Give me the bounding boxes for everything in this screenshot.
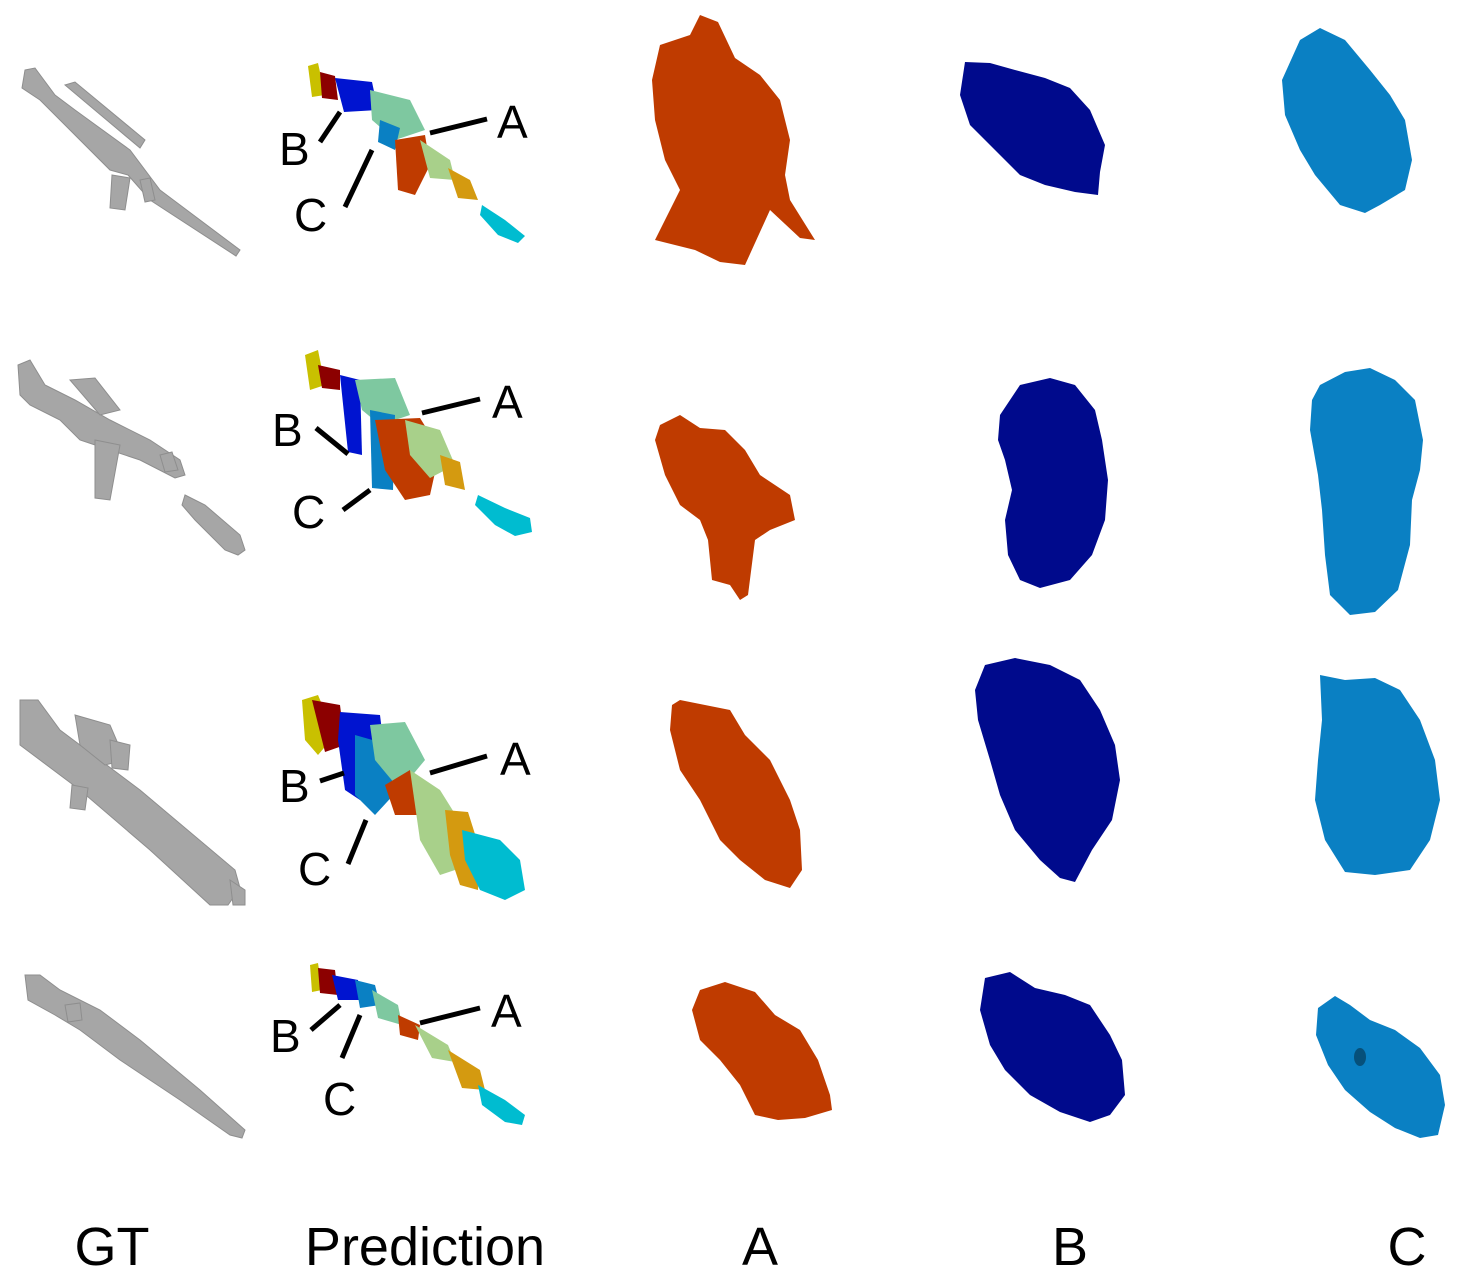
part-b-shape-2 xyxy=(998,378,1108,588)
callout-b-2: B xyxy=(272,404,303,456)
leader-c xyxy=(342,148,375,209)
callout-b-4: B xyxy=(270,1010,301,1062)
leader-c xyxy=(341,487,372,513)
prediction-rifle-1 xyxy=(308,63,525,243)
callout-c-1: C xyxy=(294,189,327,241)
column-label-gt: GT xyxy=(75,1217,150,1277)
leader-b xyxy=(309,1003,342,1032)
callout-b-1: B xyxy=(279,123,310,175)
leader-c xyxy=(339,1014,363,1059)
column-labels: GT Prediction A B C xyxy=(75,1217,1427,1277)
part-c-hole-4 xyxy=(1354,1048,1366,1066)
leaders-row-2 xyxy=(314,396,481,513)
callout-a-1: A xyxy=(497,96,528,148)
column-label-a: A xyxy=(742,1217,778,1277)
part-b-shape-3 xyxy=(975,658,1120,882)
row-1: A B C xyxy=(21,15,1412,265)
row-4: A B C xyxy=(24,963,1445,1139)
column-label-prediction: Prediction xyxy=(305,1217,545,1277)
callout-c-2: C xyxy=(292,486,325,538)
gt-rifle-2 xyxy=(17,359,246,556)
row-2: A B C xyxy=(17,350,1423,615)
part-c-shape-3 xyxy=(1315,675,1440,875)
prediction-rifle-2 xyxy=(305,350,532,536)
part-a-shape-1 xyxy=(652,15,815,265)
gt-rifle-1 xyxy=(21,67,241,257)
part-b-shape-4 xyxy=(980,972,1125,1122)
part-a-shape-3 xyxy=(670,700,802,888)
leader-b xyxy=(319,770,345,784)
callout-c-4: C xyxy=(323,1073,356,1125)
leader-b xyxy=(314,426,350,456)
leader-a xyxy=(419,1005,481,1026)
leader-a xyxy=(429,753,488,776)
prediction-rifle-3 xyxy=(302,695,525,900)
gt-rifle-3 xyxy=(19,699,246,906)
part-a-shape-4 xyxy=(692,982,832,1120)
leader-b xyxy=(317,110,343,144)
callout-c-3: C xyxy=(298,843,331,895)
part-c-shape-2 xyxy=(1310,368,1423,615)
callout-a-3: A xyxy=(500,733,531,785)
gt-rifle-4 xyxy=(24,974,246,1139)
leaders-row-1 xyxy=(317,110,488,209)
column-label-c: C xyxy=(1388,1217,1427,1277)
part-a-shape-2 xyxy=(655,415,795,600)
callout-a-2: A xyxy=(492,376,523,428)
prediction-rifle-4 xyxy=(310,963,525,1125)
callout-b-3: B xyxy=(279,760,310,812)
part-b-shape-1 xyxy=(960,62,1105,195)
leader-c xyxy=(345,819,369,865)
column-label-b: B xyxy=(1052,1217,1088,1277)
leaders-row-3 xyxy=(319,753,488,865)
row-3: A B C xyxy=(19,658,1440,906)
callout-a-4: A xyxy=(491,985,522,1037)
part-c-shape-1 xyxy=(1282,28,1412,213)
leader-a xyxy=(421,396,481,416)
part-c-shape-4 xyxy=(1316,996,1445,1138)
leaders-row-4 xyxy=(309,1003,481,1059)
leader-a xyxy=(429,116,488,136)
